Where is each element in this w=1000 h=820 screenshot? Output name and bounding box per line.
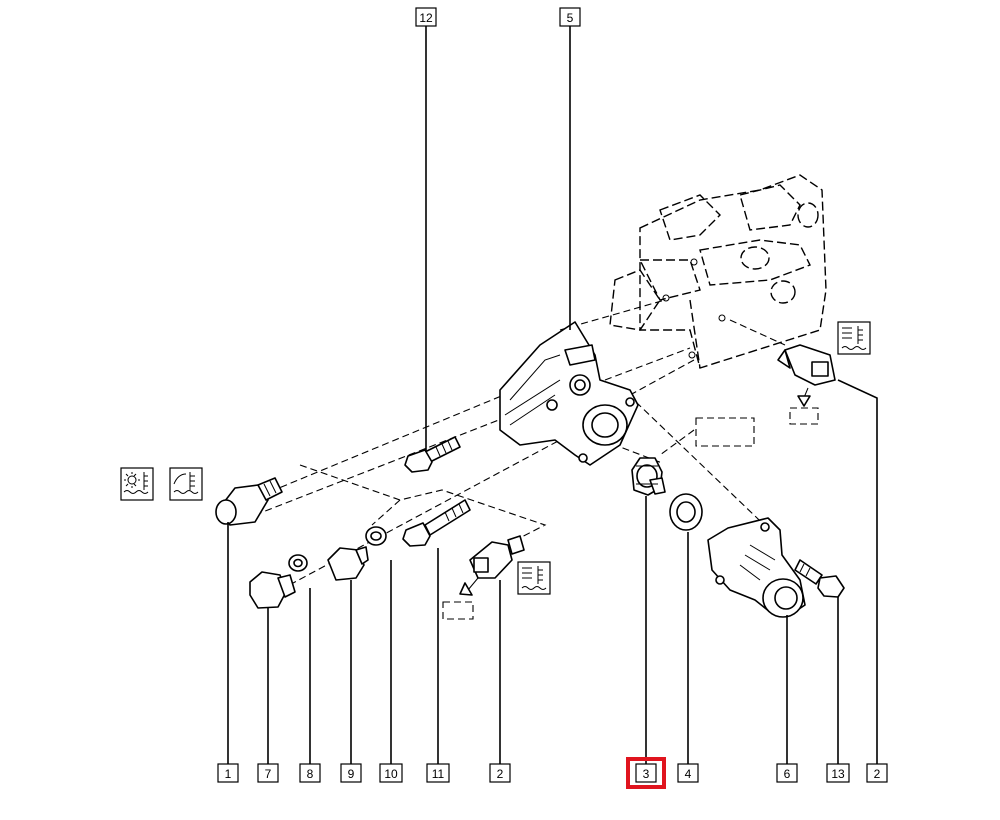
callout-number: 8	[307, 767, 314, 781]
callout-number: 2	[874, 767, 881, 781]
assembly-guide-lines	[249, 299, 786, 591]
plug-part-7[interactable]	[249, 571, 296, 609]
callout-number: 4	[685, 767, 692, 781]
callout-number: 13	[831, 767, 845, 781]
callout-c9[interactable]: 9	[340, 763, 362, 783]
callout-c6[interactable]: 6	[776, 763, 798, 783]
callout-c13[interactable]: 13	[826, 763, 850, 783]
callout-c2b[interactable]: 2	[866, 763, 888, 783]
callout-box	[489, 763, 511, 783]
leader-lines	[227, 26, 878, 764]
callout-c5[interactable]: 5	[559, 7, 581, 27]
callout-number: 6	[784, 767, 791, 781]
thermostat-part-3[interactable]	[631, 417, 755, 496]
callout-number: 3	[643, 767, 650, 781]
callout-number: 10	[384, 767, 398, 781]
sun-temperature-icon	[120, 467, 154, 501]
bolt-part-11[interactable]	[402, 499, 471, 547]
callout-box	[677, 763, 699, 783]
washer-part-10[interactable]	[365, 526, 387, 546]
callout-number: 9	[348, 767, 355, 781]
washer-part-8[interactable]	[288, 554, 308, 572]
temperature-sensor-part-2-right[interactable]	[777, 344, 836, 425]
engine-block-outline	[609, 174, 827, 369]
callout-c7[interactable]: 7	[257, 763, 279, 783]
sensor-part-1[interactable]	[215, 477, 283, 526]
callout-box	[379, 763, 403, 783]
selected-highlight-frame	[626, 757, 666, 789]
plug-part-9[interactable]	[327, 546, 369, 581]
callout-number: 12	[419, 11, 433, 25]
bolt-part-13[interactable]	[794, 559, 845, 598]
callout-box	[426, 763, 450, 783]
callout-c4[interactable]: 4	[677, 763, 699, 783]
coolant-temperature-icon-right	[837, 321, 871, 355]
callout-c12[interactable]: 12	[415, 7, 437, 27]
callout-labels: 12 5 1 7 8 9 10 11 2 3 4 6 13 2	[217, 7, 888, 789]
callout-box	[866, 763, 888, 783]
bolt-part-12[interactable]	[404, 436, 461, 473]
callout-box	[776, 763, 798, 783]
temperature-sensor-part-2-left[interactable]	[442, 535, 525, 620]
coolant-gauge-icon	[169, 467, 203, 501]
callout-box	[635, 763, 657, 783]
seal-ring-part-4[interactable]	[669, 493, 703, 531]
callout-c10[interactable]: 10	[379, 763, 403, 783]
callout-number: 7	[265, 767, 272, 781]
callout-box	[559, 7, 581, 27]
water-outlet-housing[interactable]	[499, 321, 639, 466]
callout-number: 5	[567, 11, 574, 25]
callout-number: 2	[497, 767, 504, 781]
callout-c1[interactable]: 1	[217, 763, 239, 783]
callout-box	[299, 763, 321, 783]
callout-c3[interactable]: 3	[626, 757, 666, 789]
callout-box	[257, 763, 279, 783]
callout-number: 1	[225, 767, 232, 781]
callout-box	[217, 763, 239, 783]
callout-box	[340, 763, 362, 783]
callout-c11[interactable]: 11	[426, 763, 450, 783]
callout-c8[interactable]: 8	[299, 763, 321, 783]
callout-number: 11	[432, 767, 445, 781]
coolant-temperature-icon	[517, 561, 551, 595]
water-outlet-part-6[interactable]	[707, 517, 806, 618]
callout-c2a[interactable]: 2	[489, 763, 511, 783]
callout-box	[826, 763, 850, 783]
callout-box	[415, 7, 437, 27]
